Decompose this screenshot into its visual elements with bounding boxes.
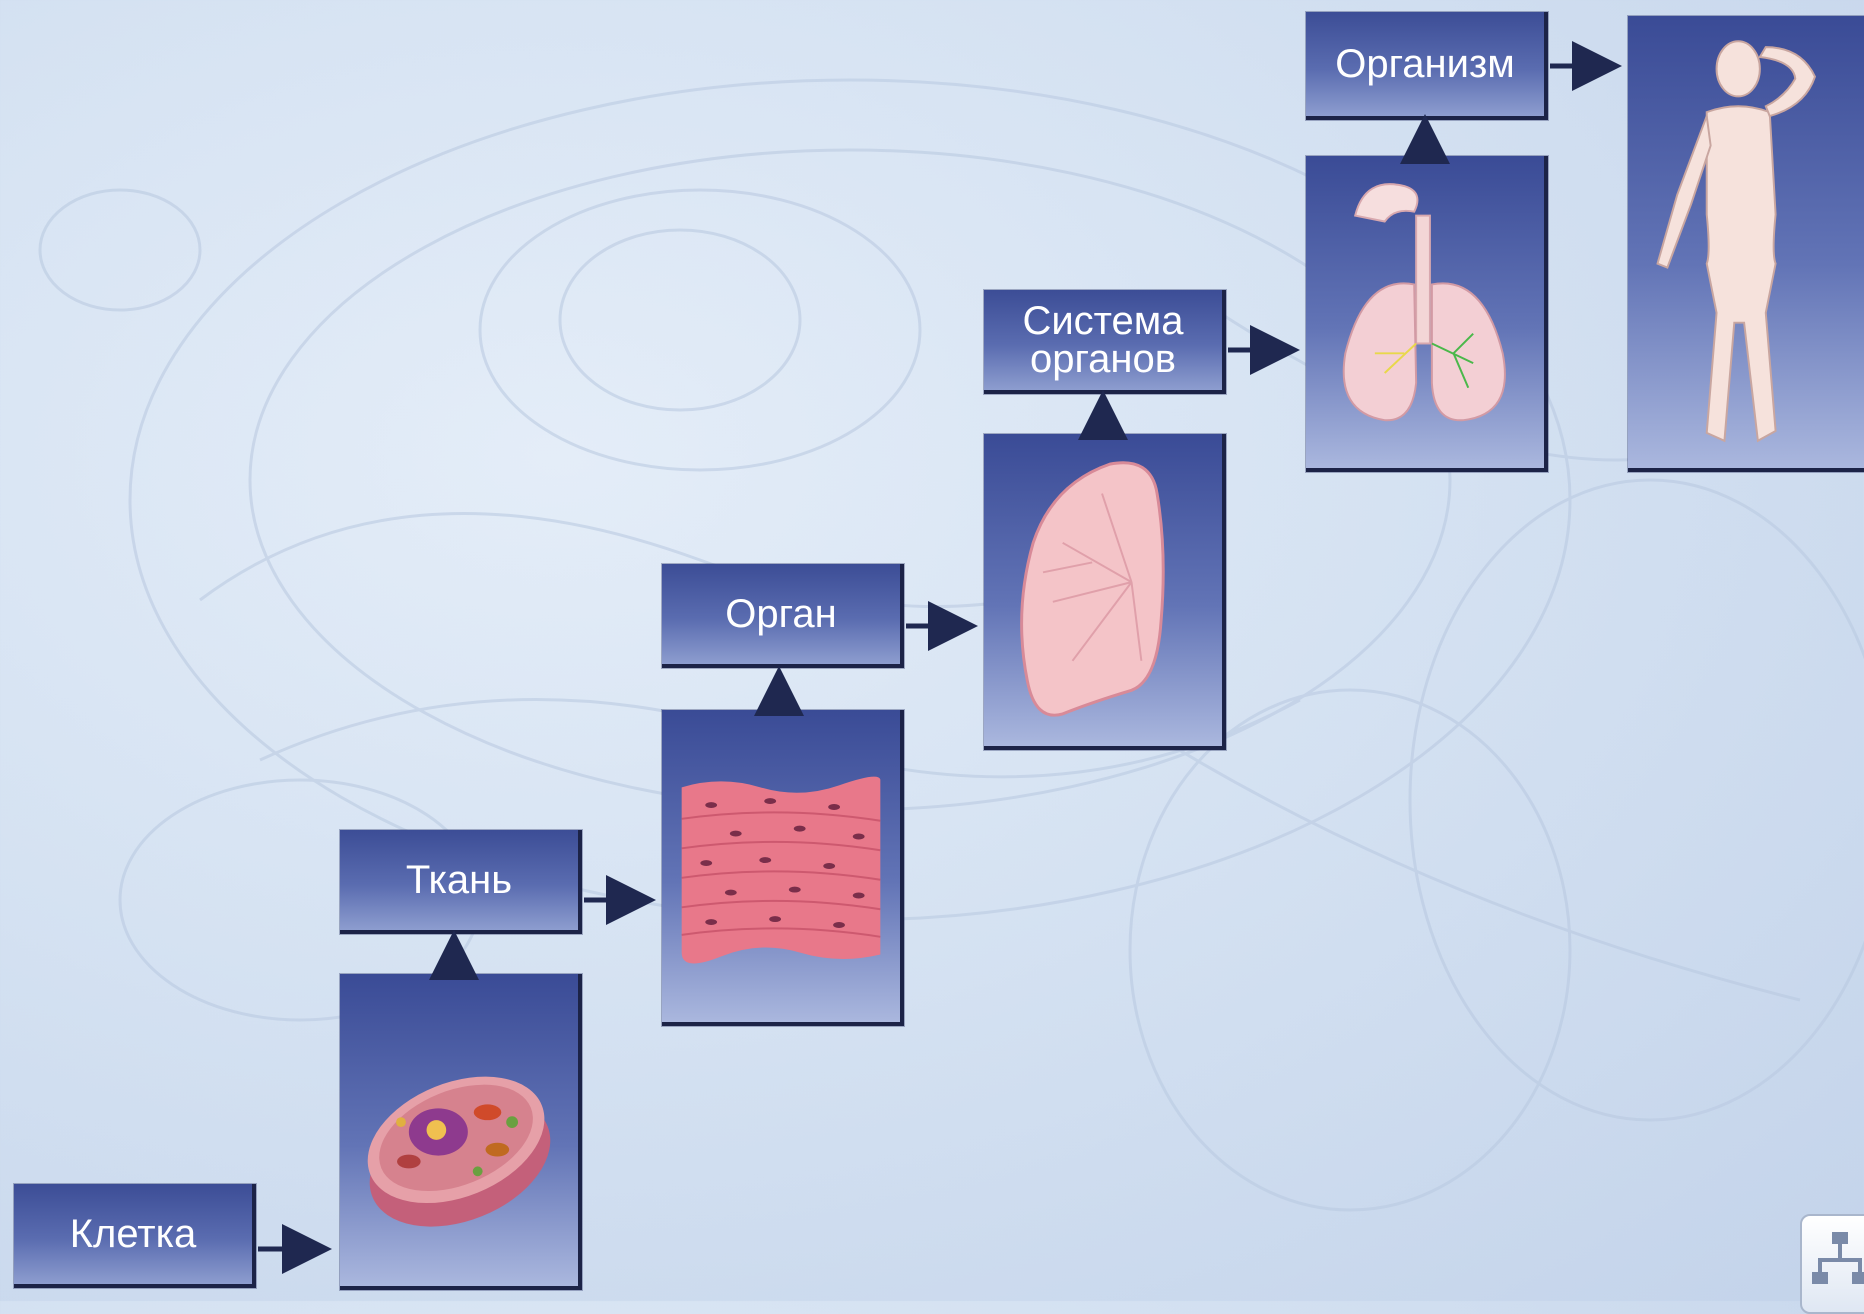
level-label-cell: Клетка: [14, 1184, 256, 1288]
level-label-organ-system: Система органов: [984, 290, 1226, 394]
hierarchy-icon: [1812, 1228, 1864, 1298]
tissue-image-box: [662, 710, 904, 1026]
hierarchy-button[interactable]: [1800, 1214, 1864, 1314]
level-label-text-line2: органов: [1030, 340, 1176, 378]
level-label-text: Клетка: [70, 1215, 197, 1253]
human-icon: [1628, 16, 1864, 468]
human-image-box: [1628, 16, 1864, 472]
level-label-organ: Орган: [662, 564, 904, 668]
tissue-icon: [662, 710, 900, 1022]
cell-icon: [340, 974, 578, 1286]
lungs-image-box: [1306, 156, 1548, 472]
organ-icon: [984, 434, 1222, 746]
level-label-text: Ткань: [406, 861, 512, 899]
lungs-icon: [1306, 156, 1544, 468]
organ-image-box: [984, 434, 1226, 750]
level-label-text: Организм: [1335, 45, 1515, 83]
level-label-tissue: Ткань: [340, 830, 582, 934]
cell-image-box: [340, 974, 582, 1290]
level-label-text: Орган: [725, 595, 836, 633]
level-label-organism: Организм: [1306, 12, 1548, 120]
level-label-text-line1: Система: [1022, 302, 1183, 340]
